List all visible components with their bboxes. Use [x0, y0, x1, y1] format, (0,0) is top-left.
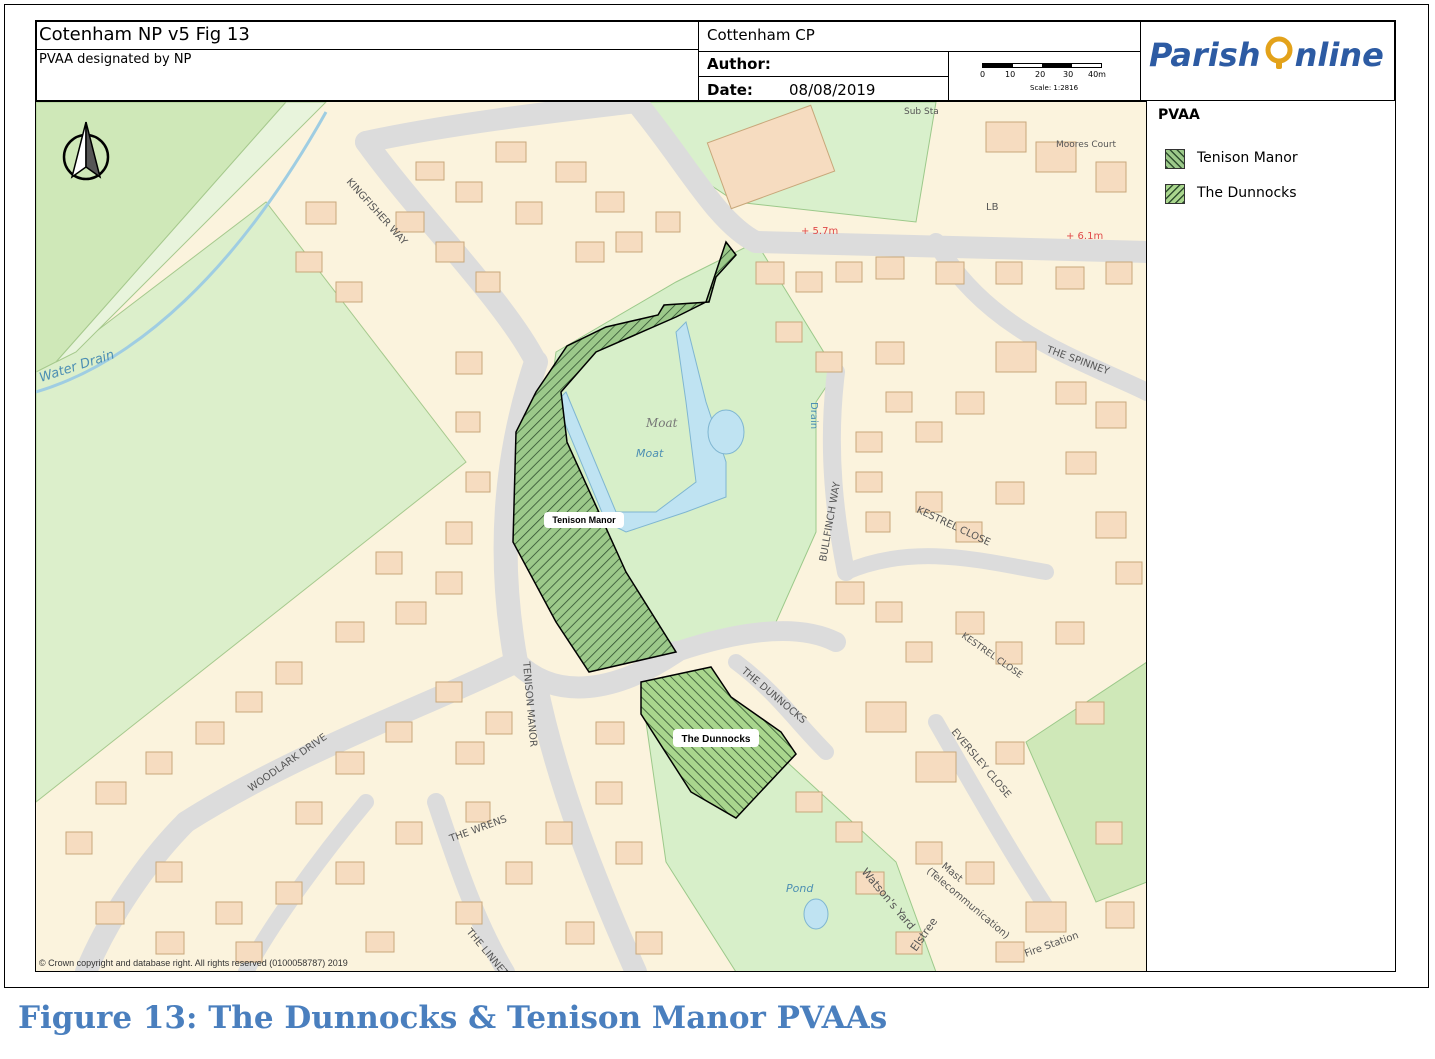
- roads: [75, 102, 1146, 971]
- moat-pond: [707, 409, 745, 455]
- title-divider: [37, 49, 698, 50]
- scale-tick-10: 10: [1005, 70, 1016, 79]
- legend-swatch-tenison: [1165, 149, 1185, 169]
- parish-name: Cottenham CP: [707, 26, 815, 44]
- author-label: Author:: [707, 55, 771, 73]
- map-title: Cotenham NP v5 Fig 13: [39, 24, 250, 45]
- logo-word-parish: Parish: [1149, 36, 1261, 74]
- logo-cell: Parish nline: [1140, 21, 1395, 101]
- label-height-2: + 6.1m: [1066, 231, 1103, 242]
- page-frame: [4, 4, 1429, 988]
- label-lb: LB: [986, 202, 999, 213]
- scale-text: Scale: 1:2816: [1030, 84, 1079, 92]
- title-cell: Cotenham NP v5 Fig 13 PVAA designated by…: [36, 21, 699, 101]
- date-label: Date:: [707, 81, 753, 99]
- label-drain: Drain: [808, 402, 819, 429]
- north-arrow-icon: [62, 121, 110, 181]
- label-pond: Pond: [786, 882, 814, 895]
- legend-swatch-dunnocks: [1165, 184, 1185, 204]
- legend-label-dunnocks: The Dunnocks: [1197, 185, 1297, 201]
- pvaa-tenison-manor[interactable]: [512, 240, 737, 673]
- legend-panel: PVAA Tenison Manor The Dunnocks: [1147, 101, 1395, 971]
- label-the-dunnocks: The Dunnocks: [682, 734, 751, 745]
- scale-bar: [982, 63, 1102, 68]
- map-canvas: Tenison Manor The Dunnocks KINGFISHER WA…: [36, 102, 1146, 971]
- pond-south: [803, 898, 829, 930]
- info-cell: Cottenham CP Author: Date: 08/08/2019 0 …: [698, 21, 1141, 101]
- logo-word-nline: nline: [1294, 36, 1384, 74]
- legend-title: PVAA: [1158, 107, 1200, 123]
- label-sub-sta: Sub Sta: [904, 107, 939, 117]
- legend-label-tenison: Tenison Manor: [1197, 150, 1298, 166]
- info-divider-v: [948, 51, 949, 100]
- parish-online-logo: Parish nline: [1149, 36, 1384, 74]
- label-moat-1: Moat: [645, 416, 678, 430]
- legend-item-dunnocks: The Dunnocks: [1147, 182, 1387, 206]
- field-strip: [55, 102, 327, 363]
- map-sheet: Cotenham NP v5 Fig 13 PVAA designated by…: [35, 20, 1396, 972]
- buildings: [65, 104, 1143, 963]
- scale-tick-0: 0: [980, 70, 986, 79]
- map-view[interactable]: Tenison Manor The Dunnocks KINGFISHER WA…: [36, 101, 1147, 971]
- label-box-dunnocks: [673, 729, 759, 747]
- scale-tick-20: 20: [1035, 70, 1046, 79]
- water-drain: [36, 111, 328, 394]
- figure-caption: Figure 13: The Dunnocks & Tenison Manor …: [18, 1000, 888, 1036]
- info-divider-h2: [699, 76, 949, 77]
- map-subtitle: PVAA designated by NP: [39, 52, 192, 67]
- label-box-tenison: [544, 512, 624, 528]
- label-moores-court: Moores Court: [1056, 140, 1117, 150]
- legend-item-tenison: Tenison Manor: [1147, 147, 1387, 171]
- magnifier-icon: [1265, 36, 1293, 69]
- label-tenison-manor: Tenison Manor: [552, 515, 616, 525]
- label-moat-2: Moat: [636, 447, 664, 460]
- scale-tick-30: 30: [1063, 70, 1074, 79]
- scale-tick-40: 40m: [1088, 70, 1106, 79]
- date-value: 08/08/2019: [789, 81, 876, 99]
- label-height-1: + 5.7m: [801, 226, 838, 237]
- copyright-text: © Crown copyright and database right. Al…: [39, 958, 348, 968]
- field-big: [36, 201, 467, 803]
- info-divider-h1: [699, 51, 1140, 52]
